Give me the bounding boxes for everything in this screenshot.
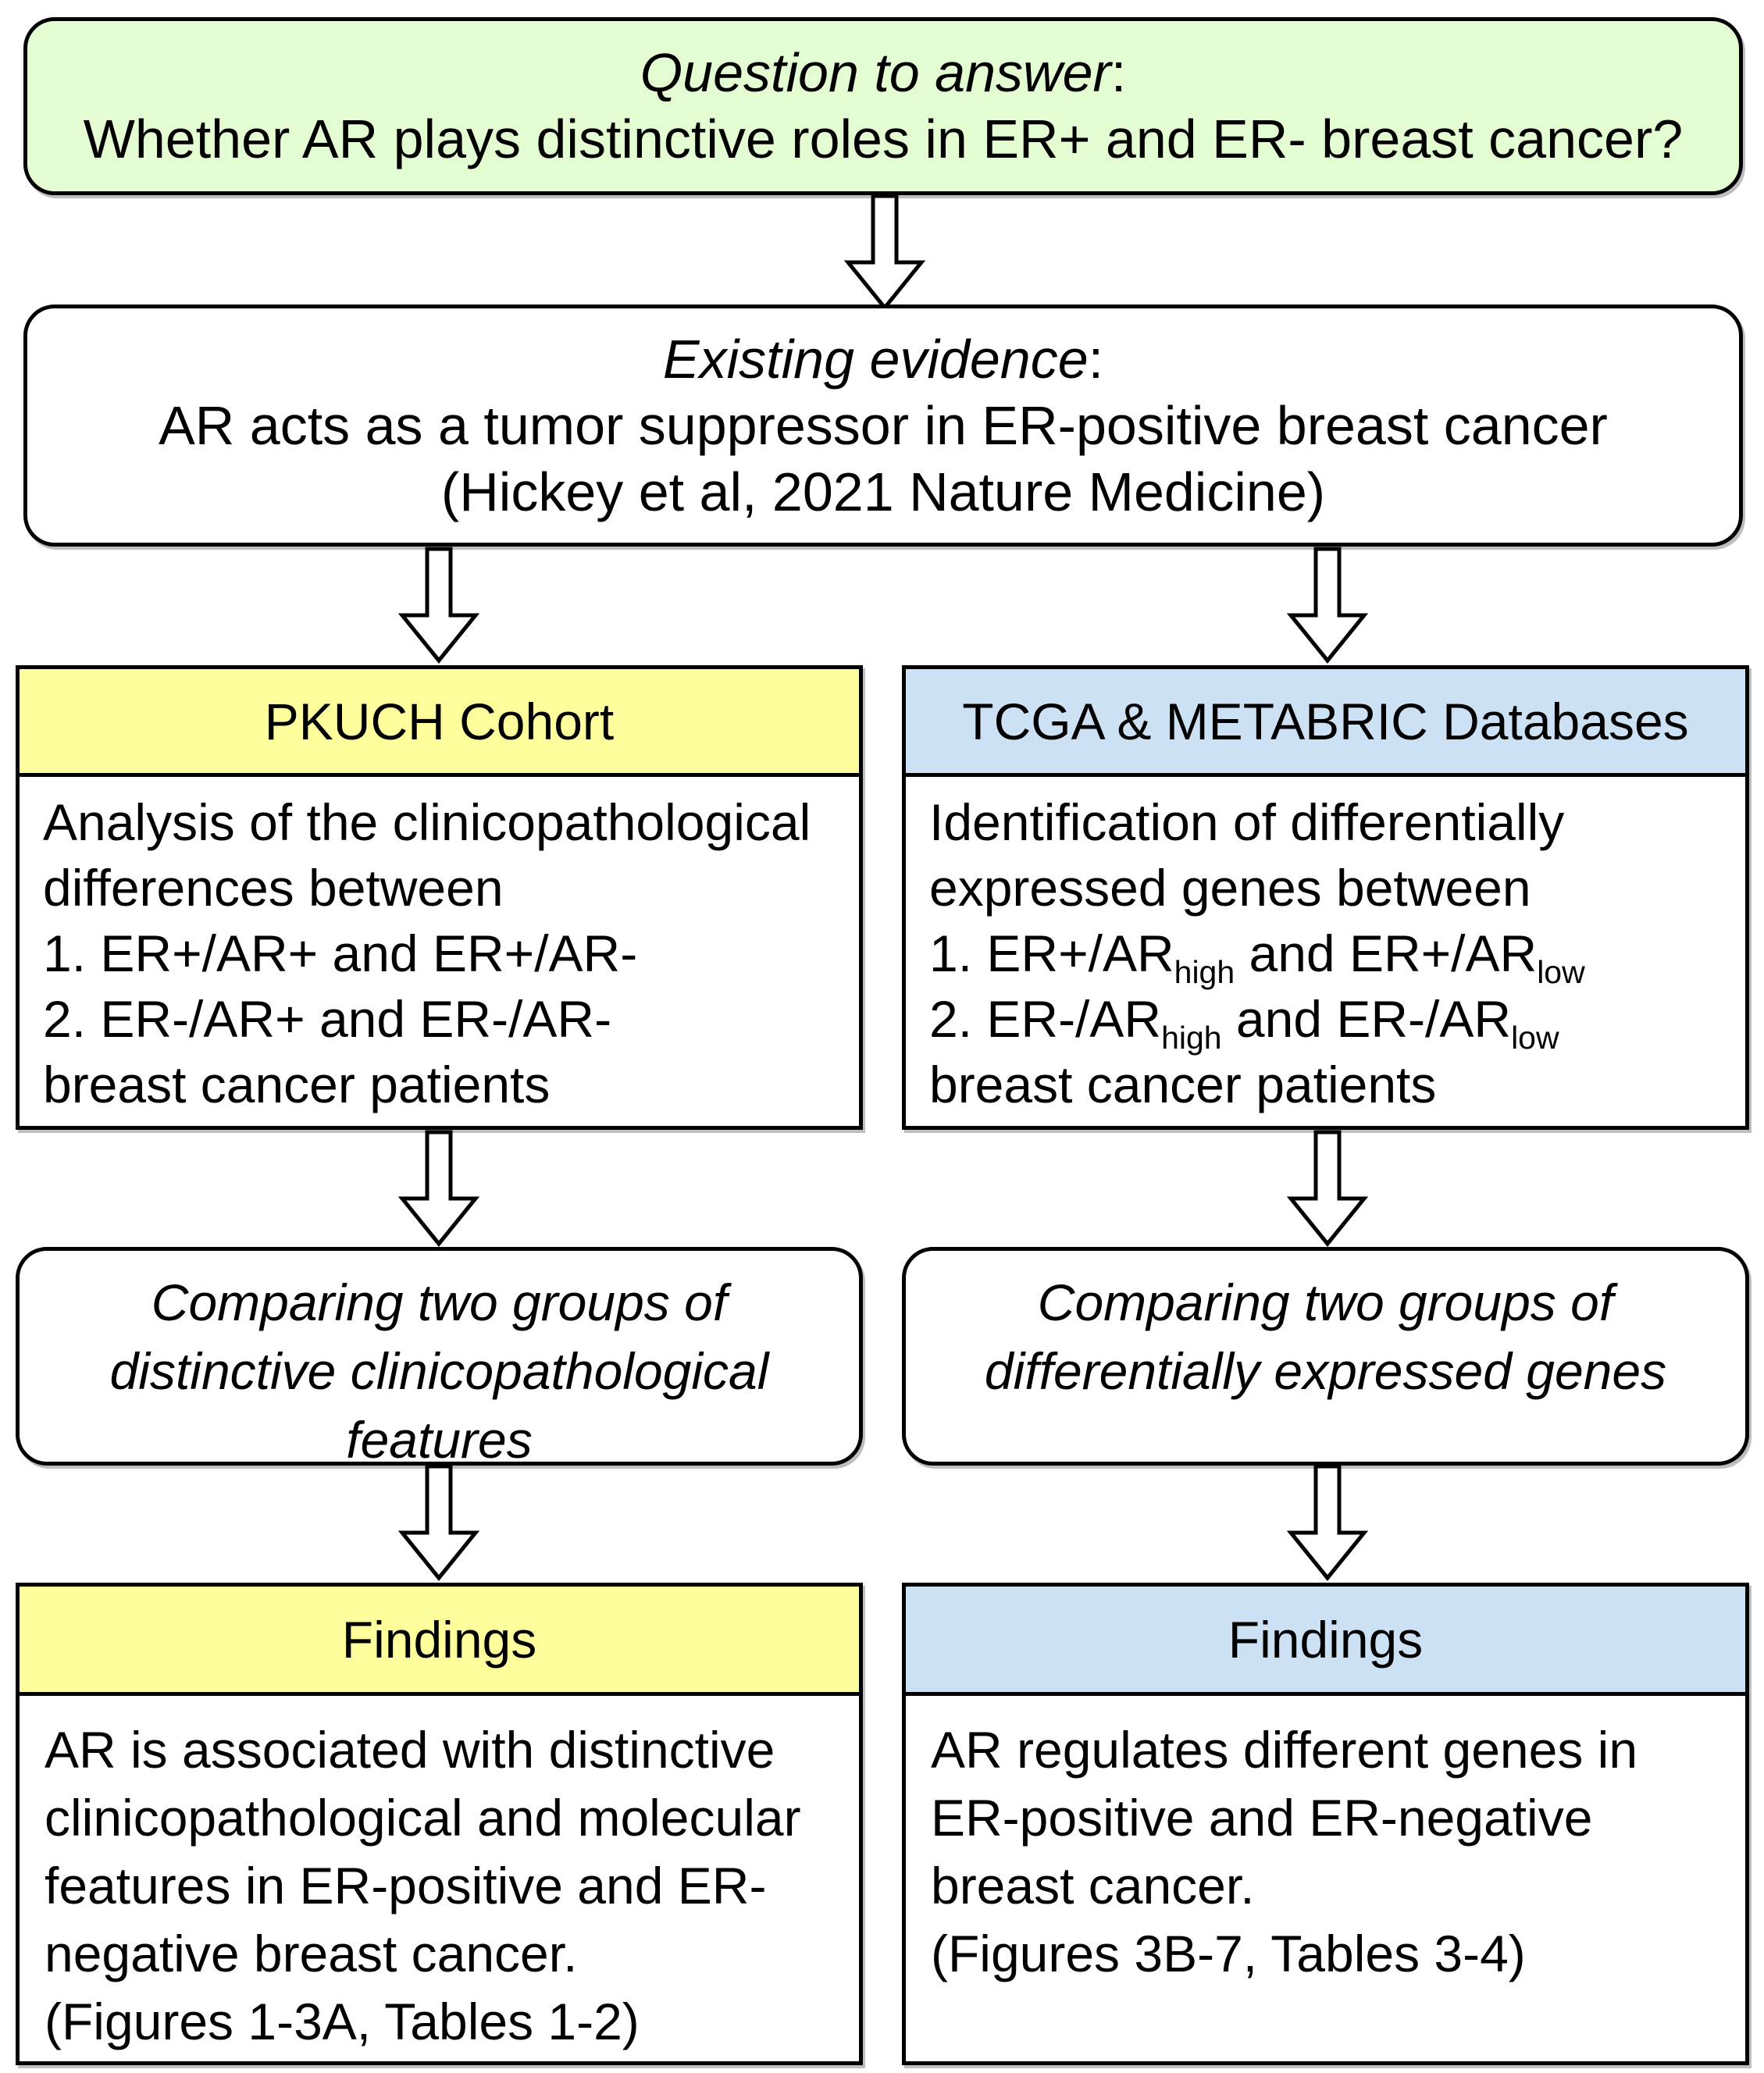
pkuch-cohort-header: PKUCH Cohort [20, 669, 859, 777]
tcga-item-1-prefix: 1. ER+/AR [929, 924, 1174, 982]
tcga-intro: Identification of differentially express… [929, 793, 1565, 917]
down-arrow [398, 1130, 479, 1247]
question-box-title: Question to answer: [27, 40, 1739, 106]
tcga-item-2-prefix: 2. ER-/AR [929, 990, 1162, 1048]
evidence-box-statement: AR acts as a tumor suppressor in ER-posi… [159, 394, 1608, 456]
tcga-item-1-mid: and ER+/AR [1235, 924, 1538, 982]
question-box-title-text: Question to answer [640, 42, 1111, 103]
evidence-box-title: Existing evidence: [27, 326, 1739, 393]
down-arrow [1287, 1130, 1368, 1247]
pkuch-item-2: 2. ER-/AR+ and ER-/AR- [43, 990, 612, 1048]
evidence-box-citation: (Hickey et al, 2021 Nature Medicine) [440, 461, 1326, 522]
comparing-genes-box: Comparing two groups of differentially e… [902, 1247, 1749, 1466]
pkuch-cohort-box: PKUCH Cohort Analysis of the clinicopath… [16, 665, 863, 1130]
findings-left-body: AR is associated with distinctive clinic… [20, 1696, 859, 2056]
tcga-item-2: 2. ER-/ARhigh and ER-/ARlow [929, 986, 1722, 1054]
findings-left-statement: AR is associated with distinctive clinic… [45, 1721, 801, 1982]
question-box-question: Whether AR plays distinctive roles in ER… [83, 109, 1684, 169]
findings-right-header: Findings [906, 1587, 1745, 1696]
down-arrow [398, 547, 479, 664]
findings-right-statement: AR regulates different genes in ER-posit… [931, 1721, 1638, 1914]
tcga-item-1: 1. ER+/ARhigh and ER+/ARlow [929, 921, 1722, 988]
tcga-metabric-body: Identification of differentially express… [906, 777, 1745, 1117]
tcga-item-1-subscript-low: low [1537, 954, 1585, 990]
tcga-item-2-mid: and ER-/AR [1221, 990, 1512, 1048]
tcga-item-2-subscript-high: high [1161, 1020, 1222, 1056]
findings-right-box: Findings AR regulates different genes in… [902, 1583, 1749, 2065]
findings-right-body: AR regulates different genes in ER-posit… [906, 1696, 1745, 1988]
down-arrow [844, 194, 925, 311]
findings-left-header: Findings [20, 1587, 859, 1696]
tcga-outro: breast cancer patients [929, 1056, 1437, 1113]
pkuch-outro: breast cancer patients [43, 1056, 551, 1113]
down-arrow [1287, 547, 1368, 664]
evidence-box-title-colon: : [1088, 328, 1104, 390]
evidence-box-title-text: Existing evidence [662, 328, 1089, 390]
pkuch-item-1: 1. ER+/AR+ and ER+/AR- [43, 924, 638, 982]
pkuch-cohort-body: Analysis of the clinicopathological diff… [20, 777, 859, 1117]
comparing-clinicopathological-box: Comparing two groups of distinctive clin… [16, 1247, 863, 1469]
evidence-box: Existing evidence: AR acts as a tumor su… [23, 305, 1743, 547]
comparing-genes-text: Comparing two groups of differentially e… [984, 1273, 1667, 1400]
question-box-title-colon: : [1110, 42, 1127, 103]
tcga-metabric-box: TCGA & METABRIC Databases Identification… [902, 665, 1749, 1130]
findings-right-reference: (Figures 3B-7, Tables 3-4) [931, 1925, 1526, 1982]
comparing-clinicopathological-text: Comparing two groups of distinctive clin… [109, 1273, 769, 1469]
down-arrow [398, 1464, 479, 1581]
question-box: Question to answer: Whether AR plays dis… [23, 17, 1743, 195]
down-arrow [1287, 1464, 1368, 1581]
tcga-metabric-header: TCGA & METABRIC Databases [906, 669, 1745, 777]
tcga-item-1-subscript-high: high [1174, 954, 1235, 990]
findings-left-reference: (Figures 1-3A, Tables 1-2) [45, 1993, 640, 2050]
tcga-item-2-subscript-low: low [1511, 1020, 1559, 1056]
findings-left-box: Findings AR is associated with distincti… [16, 1583, 863, 2065]
pkuch-intro: Analysis of the clinicopathological diff… [43, 793, 811, 917]
